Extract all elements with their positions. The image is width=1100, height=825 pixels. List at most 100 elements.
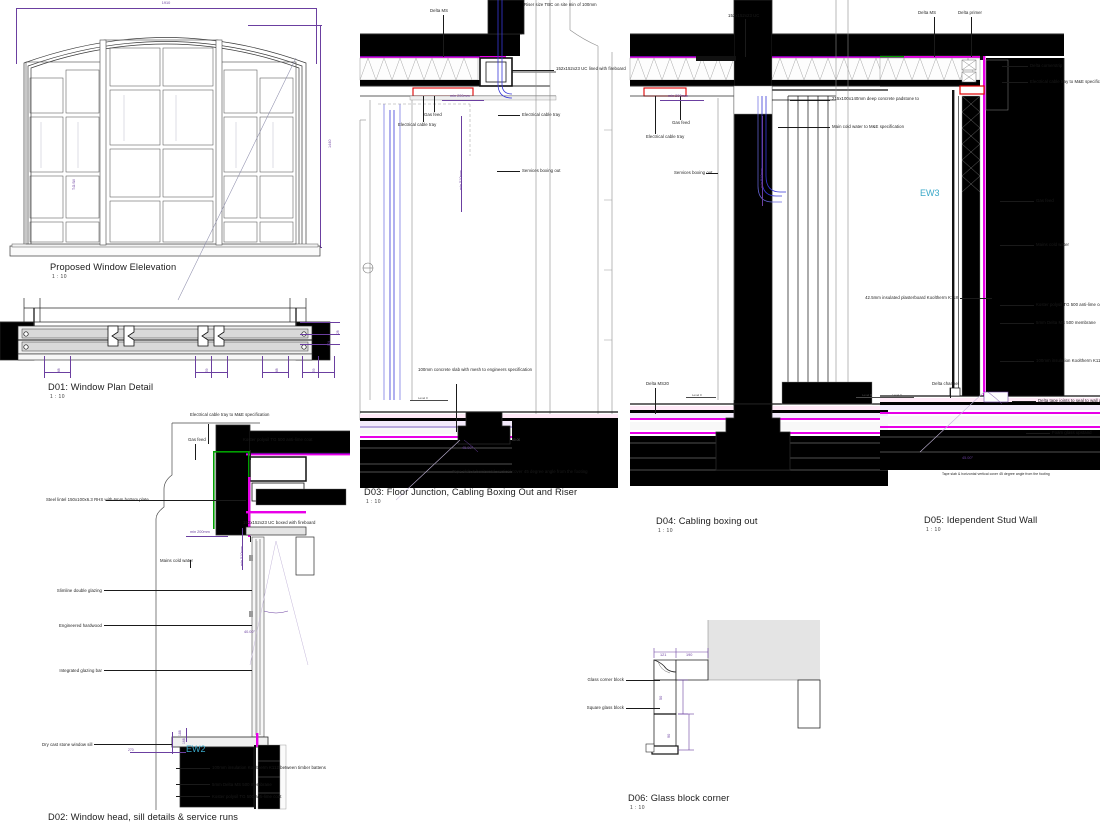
d02-anno-stone-sill: Dry cast stone window sill (42, 742, 93, 747)
d02-dim-188: 188 (178, 730, 182, 736)
d05-anno-insulation: 100mm insulation Kooltherm K112 between … (1036, 358, 1100, 363)
d04-anno-cold-water: Main cold water to M&E specification (832, 124, 905, 129)
d05-anno-delta-tape: Delta tape joints to seal to wall and fl… (1038, 398, 1100, 403)
d06-dim-121: 121 (660, 653, 667, 657)
title-d04: D04: Cabling boxing out (656, 516, 758, 526)
d02-anno-insulation: 100mm insulation Kooltherm K112 between … (212, 765, 326, 770)
d05-dim-angle: 45.00° (962, 456, 974, 460)
d03-dim-50: 50.00 (512, 438, 521, 442)
dim-ext-right (316, 8, 317, 64)
d05-anno-mains-water: Mains cold water (1036, 242, 1070, 247)
d04-anno-gas-feed: Gas feed (672, 120, 690, 125)
dim-overall-width: 1910 (161, 1, 171, 5)
d02-anno-glazing-bar: Integrated glazing bar (59, 668, 102, 673)
d01-drawing (0, 298, 331, 361)
d04-level-mark-right: Level 0 (862, 393, 872, 397)
d06-dim-190: 190 (686, 653, 693, 657)
d06-dim-90: 90 (667, 733, 671, 738)
d05-anno-foam-glass: Foam glass upstand (1052, 430, 1092, 435)
d04-anno-cable-tray: Electrical cable tray (646, 134, 685, 139)
d01-dim-4: 68 (275, 368, 279, 372)
d02-dim-angle: 40.00° (244, 630, 256, 634)
d01-dim-5: 28 (336, 330, 340, 334)
scale-window-elevation: 1 : 10 (52, 274, 67, 280)
title-d06: D06: Glass block corner (628, 793, 730, 803)
d02-drawing (155, 422, 350, 810)
d02-anno-cable-tray: Electrical cable tray to M&E specificati… (190, 412, 270, 417)
d03-dim-510: min 510mm (459, 170, 463, 190)
d06-drawing (645, 620, 821, 755)
d02-dim-270: 270 (128, 748, 134, 752)
d05-anno-delta-ms: Delta MS (918, 10, 937, 15)
scale-d03: 1 : 10 (366, 499, 381, 505)
title-d02: D02: Window head, sill details & service… (48, 812, 239, 822)
d01-dim-2: 59 (312, 368, 316, 372)
d02-anno-mains-water: Mains cold water (160, 558, 194, 563)
d03-drawing (359, 0, 618, 501)
d05-anno-delta-primer: Delta primer (958, 10, 982, 15)
dim-sill-tag: T.O.Sill (72, 179, 76, 190)
d02-dim-200: min 200mm (190, 530, 210, 534)
d03-anno-concrete-slab: 100mm concrete slab with mesh to enginee… (418, 367, 533, 372)
title-d03: D03: Floor Junction, Cabling Boxing Out … (364, 487, 578, 497)
d04-anno-delta-ms20: Delta MS20 (646, 381, 669, 386)
title-d05: D05: Idependent Stud Wall (924, 515, 1038, 525)
window-elevation-drawing (9, 37, 321, 301)
d03-anno-riser-size: Riser size TBC on site min of 100mm (524, 2, 597, 7)
d02-anno-membrane: 5mm Delta MS 500 membrane (212, 782, 272, 787)
d04-anno-services-boxing: Services boxing out (674, 170, 713, 175)
dim-line-height (320, 25, 321, 247)
d05-anno-koster: Koster polysil TG 500 anti-lime coat (1036, 302, 1100, 307)
d05-anno-cable-tray: Electrical cable tray to M&E specificati… (1030, 79, 1100, 84)
d02-anno-hardwood: Engineered hardwood (59, 623, 102, 628)
d04-level-mark-left: Level 0 (692, 393, 702, 397)
d03-anno-uc-lined: 152x152x23 UC lined with fireboard (556, 66, 626, 71)
d03-anno-tape-note: Tape slab & horizontal vertical cover 45… (452, 469, 588, 474)
d02-dim-510: min 510mm (240, 546, 244, 566)
d05-anno-plasterboard: 42.5mm insulated plasterboard Kooltherm … (865, 295, 958, 300)
d04-dim-200: min 200mm (668, 94, 688, 98)
d05-anno-cornerstrip: Delta cornerstrip (1030, 63, 1063, 68)
d05-drawing (879, 33, 1100, 470)
d05-anno-gas-feed: Gas feed (1036, 198, 1054, 203)
title-d01: D01: Window Plan Detail (48, 382, 154, 392)
d03-level-mark: Level 0 (418, 396, 428, 400)
d01-dim-6: 124 (327, 340, 331, 346)
d03-anno-cable-tray-right: Electrical cable tray (522, 112, 561, 117)
d02-anno-koster: Koster polysil TG 500 anti-lime coat (243, 437, 313, 442)
d02-wall-tag: EW2 (186, 744, 206, 754)
dim-line-width (16, 8, 316, 9)
d04-anno-padstone: 215x100x140mm deep concrete padstone to (832, 96, 919, 101)
scale-d06: 1 : 10 (630, 805, 645, 811)
d05-note-tape: Tape slab & horizontal vertical cover 45… (942, 472, 1050, 476)
d02-anno-uc-boxed: 152x152x23 UC boxed with fireboard (243, 520, 316, 525)
d03-anno-gas-feed: Gas feed (424, 112, 442, 117)
d05-level-mark: Level 0 (892, 393, 902, 397)
d06-anno-corner-block: Glass corner block (587, 677, 624, 682)
d01-dim-3: 59 (205, 368, 209, 372)
d03-dim-200: min 200mm (450, 94, 470, 98)
d05-anno-delta-channel: Delta channel (932, 381, 959, 386)
d05-anno-membrane: 5mm Delta MS 500 membrane (1036, 320, 1096, 325)
scale-d04: 1 : 10 (658, 528, 673, 534)
d06-anno-square-block: Square glass block (586, 705, 624, 710)
d01-dim-1: 68 (57, 368, 61, 372)
title-window-elevation: Proposed Window Elelevation (50, 262, 177, 272)
d02-anno-glazing: Slimline double glazing (56, 588, 102, 593)
d06-dim-50: 50 (659, 695, 663, 700)
d02-anno-koster-lower: Koster polysil TG 500 anti-lime coat (212, 794, 282, 799)
d02-anno-gas-feed: Gas feed (188, 437, 206, 442)
d03-anno-services-boxing: Services boxing out (522, 168, 561, 173)
d04-anno-uc: 152x152x23 UC (728, 13, 760, 18)
d04-drawing (629, 0, 889, 486)
scale-d01: 1 : 10 (50, 394, 65, 400)
d03-anno-cable-tray-left: Electrical cable tray (398, 122, 437, 127)
dim-ext-top (248, 25, 322, 26)
d03-anno-delta-ms: Delta MS (430, 8, 449, 13)
scale-d05: 1 : 10 (926, 527, 941, 533)
d02-anno-steel-lintel: Steel lintel 150x100x6.3 RHS with 6mm bo… (46, 497, 149, 502)
d03-dim-angle: 45.00° (462, 446, 474, 450)
d04-dim-510: min 510mm (760, 168, 764, 188)
dim-ext-left (16, 8, 17, 64)
